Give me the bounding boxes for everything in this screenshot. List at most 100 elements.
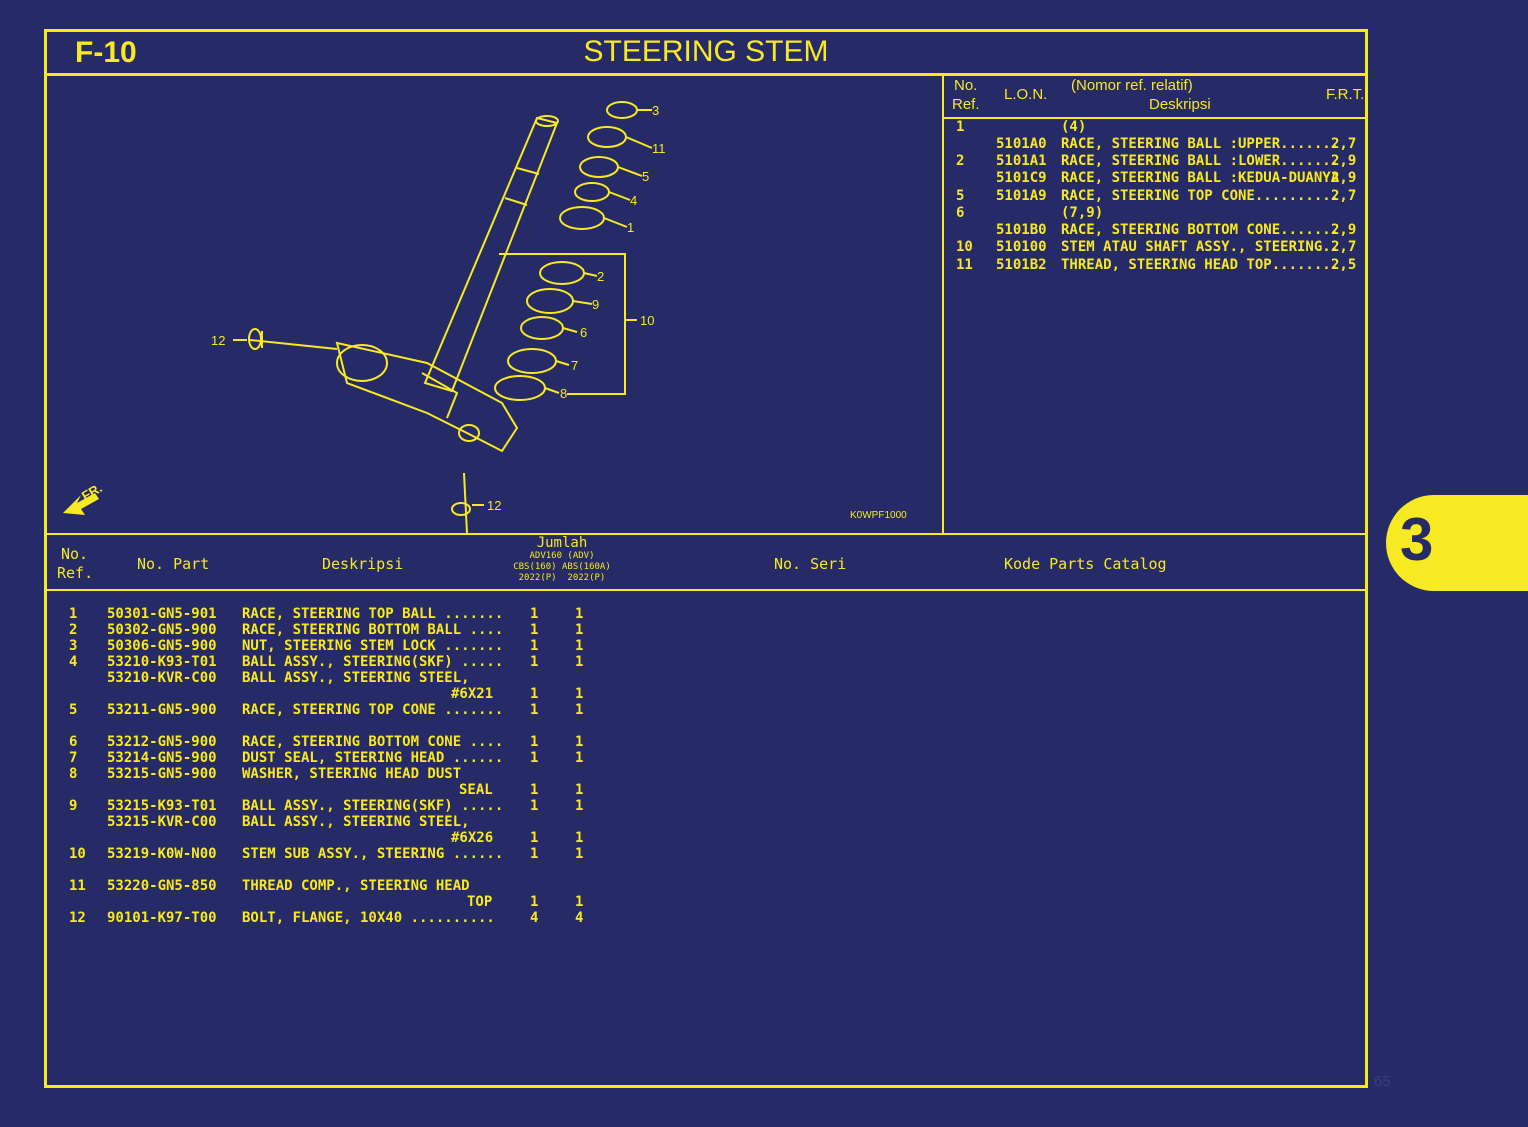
ref-desc: RACE, STEERING BALL :UPPER....... bbox=[1061, 136, 1340, 152]
part-ref: 5 bbox=[69, 702, 78, 718]
part-desc-cont: #6X21 bbox=[451, 686, 494, 702]
qty-abs: 1 bbox=[575, 782, 584, 798]
qty-cbs: 1 bbox=[530, 750, 539, 766]
qty-cbs: 1 bbox=[530, 734, 539, 750]
ref-frt: 2,9 bbox=[1331, 170, 1357, 186]
part-desc-cont: SEAL bbox=[459, 782, 493, 798]
part-number: 50302-GN5-900 bbox=[107, 622, 217, 638]
ref-desc: THREAD, STEERING HEAD TOP........ bbox=[1061, 257, 1340, 273]
part-desc: WASHER, STEERING HEAD DUST bbox=[242, 766, 462, 782]
ref-col-nomor: (Nomor ref. relatif) bbox=[1071, 77, 1193, 94]
front-arrow-icon: FR. bbox=[63, 480, 105, 515]
qty-cbs: 1 bbox=[530, 798, 539, 814]
part-number: 50301-GN5-901 bbox=[107, 606, 217, 622]
qty-abs: 1 bbox=[575, 734, 584, 750]
qty-abs: 1 bbox=[575, 686, 584, 702]
ref-table-header: No. Ref. L.O.N. (Nomor ref. relatif) Des… bbox=[944, 73, 1365, 119]
ref-col-frt: F.R.T. bbox=[1326, 86, 1365, 103]
section-tab-label: 3 bbox=[1400, 506, 1434, 573]
ref-frt: 2,5 bbox=[1331, 257, 1357, 273]
callout-11: 11 bbox=[652, 141, 666, 156]
part-number: 53215-K93-T01 bbox=[107, 798, 217, 814]
exploded-diagram: 3 11 5 4 1 2 9 6 7 8 10 12 12 FR. K0WPF1… bbox=[47, 73, 942, 534]
part-desc: THREAD COMP., STEERING HEAD bbox=[242, 878, 470, 894]
callout-10: 10 bbox=[640, 313, 654, 328]
ref-lon: 5101A0 bbox=[996, 136, 1047, 152]
part-ref: 9 bbox=[69, 798, 78, 814]
ref-desc: RACE, STEERING TOP CONE.......... bbox=[1061, 188, 1340, 204]
qty-cbs: 1 bbox=[530, 606, 539, 622]
qty-abs: 1 bbox=[575, 622, 584, 638]
ref-no: 1 bbox=[956, 119, 965, 135]
callout-2: 2 bbox=[597, 269, 604, 284]
ref-no: 2 bbox=[956, 153, 965, 169]
qty-cbs: 1 bbox=[530, 894, 539, 910]
part-desc: DUST SEAL, STEERING HEAD ...... bbox=[242, 750, 504, 766]
part-ref: 11 bbox=[69, 878, 86, 894]
catalog-frame: F-10 STEERING STEM bbox=[44, 29, 1368, 1088]
part-desc: RACE, STEERING BOTTOM CONE .... bbox=[242, 734, 504, 750]
qty-cbs: 1 bbox=[530, 622, 539, 638]
ref-desc: (4) bbox=[1061, 119, 1087, 135]
ref-no: 11 bbox=[956, 257, 973, 273]
part-desc-cont: #6X26 bbox=[451, 830, 494, 846]
part-number: 53215-GN5-900 bbox=[107, 766, 217, 782]
part-number: 53220-GN5-850 bbox=[107, 878, 217, 894]
parts-col-seri: No. Seri bbox=[774, 555, 847, 573]
ref-no: 10 bbox=[956, 239, 973, 255]
ref-col-lon: L.O.N. bbox=[1004, 86, 1048, 103]
part-desc: RACE, STEERING BOTTOM BALL .... bbox=[242, 622, 504, 638]
part-ref: 2 bbox=[69, 622, 78, 638]
part-ref: 4 bbox=[69, 654, 78, 670]
part-number: 53211-GN5-900 bbox=[107, 702, 217, 718]
qty-cbs: 4 bbox=[530, 910, 539, 926]
ref-frt: 2,7 bbox=[1331, 136, 1357, 152]
variant-cbs: CBS(160) bbox=[513, 562, 557, 572]
ref-no: 6 bbox=[956, 205, 965, 221]
steering-stem-illustration: 3 11 5 4 1 2 9 6 7 8 10 12 12 FR. K0WPF1… bbox=[63, 101, 907, 534]
ref-col-no: No. bbox=[954, 77, 978, 94]
page-number: 65 bbox=[1374, 1073, 1391, 1090]
qty-abs: 1 bbox=[575, 654, 584, 670]
qty-abs: 1 bbox=[575, 798, 584, 814]
callout-12-left: 12 bbox=[211, 333, 225, 348]
model-name: ADV160 (ADV) bbox=[529, 551, 595, 561]
ref-frt: 2,7 bbox=[1331, 239, 1357, 255]
qty-cbs: 1 bbox=[530, 638, 539, 654]
part-ref: 7 bbox=[69, 750, 78, 766]
ref-frt: 2,7 bbox=[1331, 188, 1357, 204]
ref-col-ref: Ref. bbox=[952, 96, 980, 113]
qty-abs: 1 bbox=[575, 750, 584, 766]
part-ref: 8 bbox=[69, 766, 78, 782]
qty-cbs: 1 bbox=[530, 846, 539, 862]
part-desc-cont: TOP bbox=[467, 894, 493, 910]
callout-9: 9 bbox=[592, 297, 599, 312]
ref-lon: 5101C9 bbox=[996, 170, 1047, 186]
qty-abs: 1 bbox=[575, 894, 584, 910]
part-number: 53210-K93-T01 bbox=[107, 654, 217, 670]
qty-abs: 1 bbox=[575, 638, 584, 654]
parts-col-ref: Ref. bbox=[57, 564, 94, 582]
part-desc: STEM SUB ASSY., STEERING ...... bbox=[242, 846, 504, 862]
qty-abs: 1 bbox=[575, 830, 584, 846]
ref-frt: 2,9 bbox=[1331, 222, 1357, 238]
callout-12-bottom: 12 bbox=[487, 498, 501, 513]
qty-abs: 1 bbox=[575, 606, 584, 622]
part-ref: 10 bbox=[69, 846, 86, 862]
ref-col-deskripsi: Deskripsi bbox=[1149, 96, 1211, 113]
page-title: STEERING STEM bbox=[583, 35, 829, 68]
qty-abs: 1 bbox=[575, 846, 584, 862]
parts-col-kode: Kode Parts Catalog bbox=[1004, 555, 1167, 573]
part-desc: RACE, STEERING TOP BALL ....... bbox=[242, 606, 504, 622]
callout-4: 4 bbox=[630, 193, 637, 208]
qty-header: Jumlah ADV160 (ADV) CBS(160) ABS(160A) 2… bbox=[502, 535, 622, 584]
qty-cbs: 1 bbox=[530, 702, 539, 718]
ref-desc: RACE, STEERING BALL :KEDUA-DUANYA bbox=[1061, 170, 1340, 186]
ref-desc: STEM ATAU SHAFT ASSY., STEERING.. bbox=[1061, 239, 1340, 255]
variant-abs: ABS(160A) bbox=[562, 562, 611, 572]
section-tab[interactable]: 3 bbox=[1386, 495, 1528, 591]
parts-col-desc: Deskripsi bbox=[322, 555, 404, 573]
qty-cbs: 1 bbox=[530, 782, 539, 798]
ref-lon: 5101A9 bbox=[996, 188, 1047, 204]
figure-code: F-10 bbox=[75, 36, 137, 69]
